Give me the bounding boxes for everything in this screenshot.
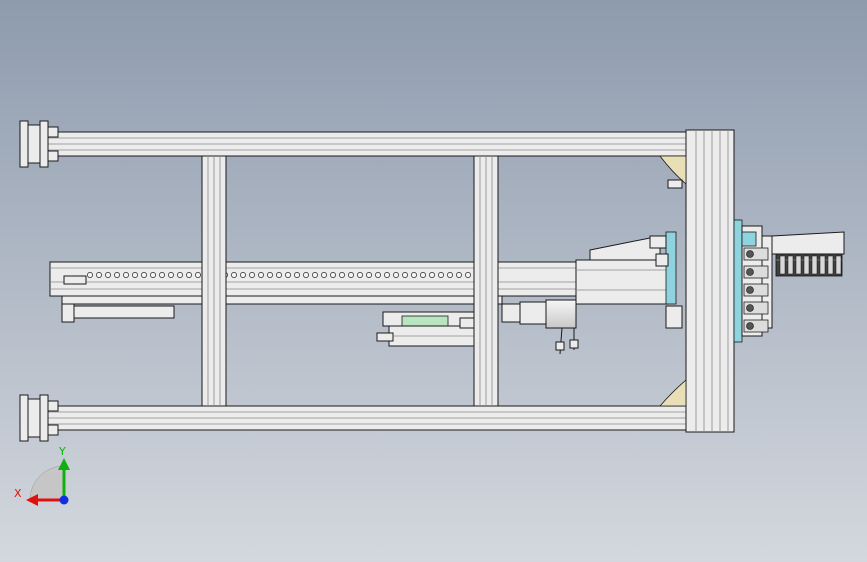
beam-fastener xyxy=(384,272,390,278)
chain-link xyxy=(827,255,834,275)
beam-fastener xyxy=(177,272,183,278)
servo-motor[interactable] xyxy=(501,299,579,355)
beam-fastener xyxy=(105,272,111,278)
beam-fastener xyxy=(159,272,165,278)
chain-link xyxy=(779,255,786,275)
beam-fastener xyxy=(294,272,300,278)
beam-fastener xyxy=(267,272,273,278)
beam-fastener xyxy=(276,272,282,278)
beam-fastener xyxy=(447,272,453,278)
y-axis-label: Y xyxy=(58,445,66,458)
beam-fastener xyxy=(96,272,102,278)
top-corner-bracket xyxy=(659,155,687,189)
beam-fastener xyxy=(375,272,381,278)
chain-link xyxy=(819,255,826,275)
beam-fastener xyxy=(231,272,237,278)
beam-fastener xyxy=(411,272,417,278)
beam-fastener xyxy=(123,272,129,278)
beam-fastener xyxy=(303,272,309,278)
beam-fastener xyxy=(141,272,147,278)
arrow-left-icon xyxy=(26,494,64,506)
beam-fastener xyxy=(150,272,156,278)
beam-fastener xyxy=(402,272,408,278)
axis-triad: Y X xyxy=(14,445,70,506)
beam-fastener-row xyxy=(87,272,471,278)
beam-fastener xyxy=(348,272,354,278)
beam-fastener xyxy=(366,272,372,278)
chain-link xyxy=(835,255,842,275)
chain-link xyxy=(795,255,802,275)
left-vertical-post[interactable] xyxy=(201,155,227,407)
beam-fastener xyxy=(429,272,435,278)
bottom-corner-bracket xyxy=(659,379,687,407)
right-end-frame[interactable] xyxy=(685,129,735,433)
beam-fastener xyxy=(195,272,201,278)
beam-fastener xyxy=(393,272,399,278)
beam-fastener xyxy=(438,272,444,278)
top-left-end-cap[interactable] xyxy=(19,120,59,168)
gripper-bolt xyxy=(746,250,754,258)
beam-fastener xyxy=(132,272,138,278)
top-aluminum-rail[interactable] xyxy=(45,131,687,157)
beam-fastener xyxy=(285,272,291,278)
bottom-aluminum-rail[interactable] xyxy=(45,405,687,431)
arrow-up-icon xyxy=(58,458,70,500)
beam-fastener xyxy=(249,272,255,278)
bottom-left-end-cap[interactable] xyxy=(19,394,59,442)
gripper-bolt xyxy=(746,304,754,312)
beam-fastener xyxy=(465,272,471,278)
gripper-finger-rows xyxy=(743,247,769,333)
beam-fastener xyxy=(357,272,363,278)
beam-fastener xyxy=(240,272,246,278)
beam-fastener xyxy=(330,272,336,278)
carriage-assembly[interactable] xyxy=(376,311,480,347)
beam-fastener xyxy=(168,272,174,278)
beam-fastener xyxy=(258,272,264,278)
beam-fastener xyxy=(186,272,192,278)
z-axis-slide-plate[interactable] xyxy=(575,231,683,329)
beam-fastener xyxy=(312,272,318,278)
gripper-bolt xyxy=(746,286,754,294)
beam-fastener xyxy=(456,272,462,278)
cable-chain-assembly[interactable] xyxy=(771,231,845,277)
beam-fastener xyxy=(339,272,345,278)
chain-link xyxy=(811,255,818,275)
dot-icon xyxy=(59,495,69,505)
beam-fastener xyxy=(321,272,327,278)
gripper-bolt xyxy=(746,268,754,276)
chain-link xyxy=(803,255,810,275)
chain-link xyxy=(787,255,794,275)
x-axis-label: X xyxy=(14,487,22,500)
right-vertical-post[interactable] xyxy=(473,155,499,407)
beam-fastener xyxy=(87,272,93,278)
beam-fastener xyxy=(420,272,426,278)
beam-fastener xyxy=(114,272,120,278)
gripper-bolt xyxy=(746,322,754,330)
